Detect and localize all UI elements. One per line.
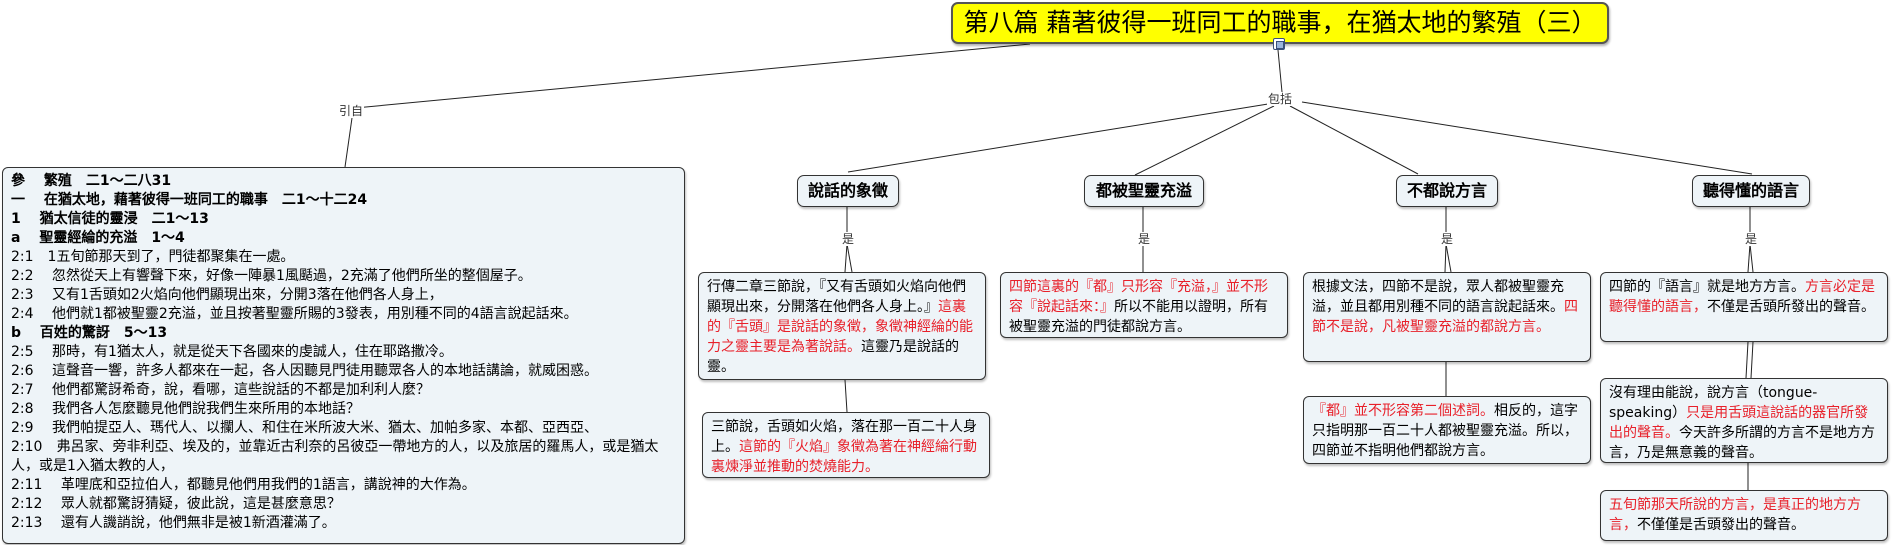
note-text: 三節說，舌頭如火焰，落在那一百二十人身上。	[711, 419, 977, 455]
note-text: 不僅僅是舌頭發出的聲音。	[1637, 517, 1805, 533]
verse-line: 2:2 忽然從天上有響聲下來，好像一陣暴1風颳過，2充滿了他們所坐的整個屋子。	[11, 268, 532, 284]
note-highlight: 五旬節那天所說的方言，是真正的地方方言，	[1609, 497, 1861, 533]
outline-line: 一 在猶太地，藉著彼得一班同工的職事 二1～十二24	[11, 192, 368, 208]
note-text: 沒有理由能說，說方言（tongue-speaking）	[1609, 385, 1818, 421]
note-highlight: 四節這裏的『都』只形容『充溢，』並不形容『說起話來：』	[1009, 279, 1268, 315]
diagram-title: 第八篇 藉著彼得一班同工的職事，在猶太地的繁殖（三）	[951, 2, 1609, 44]
outline-line: b 百姓的驚訝 5～13	[11, 325, 168, 341]
concept-understandable-language[interactable]: 聽得懂的語言	[1692, 175, 1810, 207]
link-label-is: 是	[1137, 232, 1152, 246]
link-label-is: 是	[1440, 232, 1455, 246]
scripture-outline-node[interactable]: 參 繁殖 二1～二八31 一 在猶太地，藉著彼得一班同工的職事 二1～十二24 …	[2, 167, 685, 544]
note-tongue-symbol[interactable]: 行傳二章三節說，『又有舌頭如火焰向他們顯現出來，分開落在他們各人身上。』這裏的『…	[698, 272, 986, 380]
verse-line: 2:13 還有人譏誚說，他們無非是被1新酒灌滿了。	[11, 515, 336, 531]
note-tongue-speaking[interactable]: 沒有理由能說，說方言（tongue-speaking）只是用舌頭這說話的器官所發…	[1600, 378, 1888, 463]
verse-line: 2:10 弗呂家、旁非利亞、埃及的，並靠近古利奈的呂彼亞一帶地方的人，以及旅居的…	[11, 439, 659, 474]
verse-line: 2:5 那時，有1猶太人，就是從天下各國來的虔誠人，住在耶路撒冷。	[11, 344, 453, 360]
note-text: 行傳二章三節說，『又有舌頭如火焰向他們顯現出來，分開落在他們各人身上。』	[707, 279, 966, 315]
link-label-is: 是	[1744, 232, 1759, 246]
note-text: 這靈乃是說話的靈。	[707, 339, 959, 375]
outline-line: a 聖靈經綸的充溢 1～4	[11, 230, 185, 246]
verse-line: 2:4 他們就1都被聖靈2充溢，並且按著聖靈所賜的3發表，用別種不同的4語言說起…	[11, 306, 578, 322]
link-label-intro: 引自	[338, 104, 365, 118]
note-text: 不僅是舌頭所發出的聲音。	[1707, 299, 1875, 315]
note-all-modifies-filled[interactable]: 四節這裏的『都』只形容『充溢，』並不形容『說起話來：』所以不能用以證明，所有被聖…	[1000, 272, 1288, 338]
note-highlight: 『都』並不形容第二個述詞。	[1312, 403, 1494, 419]
outline-line: 參 繁殖 二1～二八31	[11, 173, 172, 189]
note-text: 根據文法，四節不是說，眾人都被聖靈充溢，並且都用別種不同的語言說起話來。	[1312, 279, 1564, 315]
note-dialect[interactable]: 四節的『語言』就是地方方言。方言必定是聽得懂的語言，不僅是舌頭所發出的聲音。	[1600, 272, 1888, 342]
map-icon[interactable]	[1273, 38, 1285, 50]
concept-not-all-speak-tongues[interactable]: 不都說方言	[1396, 175, 1498, 207]
verse-line: 2:11 革哩底和亞拉伯人，都聽見他們用我們的1語言，講說神的大作為。	[11, 477, 476, 493]
note-fire-symbol[interactable]: 三節說，舌頭如火焰，落在那一百二十人身上。這節的『火焰』象徵為著在神經綸行動裏煉…	[702, 412, 990, 478]
note-grammar[interactable]: 根據文法，四節不是說，眾人都被聖靈充溢，並且都用別種不同的語言說起話來。四節不是…	[1303, 272, 1591, 362]
note-text: 相反的，這字只指明那一百二十人都被聖靈充溢。所以，四節並不指明他們都說方言。	[1312, 403, 1578, 459]
verse-line: 2:6 這聲音一響，許多人都來在一起，各人因聽見門徒用聽眾各人的本地話講論，就威…	[11, 363, 598, 379]
note-text: 所以不能用以證明，所有被聖靈充溢的門徒都說方言。	[1009, 299, 1268, 335]
concept-all-filled-with-spirit[interactable]: 都被聖靈充溢	[1084, 175, 1204, 207]
link-label-includes: 包括	[1267, 92, 1294, 106]
verse-line: 2:1 1五旬節那天到了，門徒都聚集在一處。	[11, 249, 295, 265]
verse-line: 2:8 我們各人怎麼聽見他們說我們生來所用的本地話？	[11, 401, 360, 417]
verse-line: 2:9 我們帕提亞人、瑪代人、以攔人、和住在米所波大米、猶太、加帕多家、本都、亞…	[11, 420, 598, 436]
verse-line: 2:12 眾人就都驚訝猜疑，彼此說，這是甚麼意思？	[11, 496, 341, 512]
note-highlight: 這裏的『舌頭』是說話的象徵，象徵神經綸的能力之靈主要是為著說話。	[707, 299, 973, 355]
note-highlight: 只是用舌頭這說話的器官所發出的聲音。	[1609, 405, 1869, 441]
note-highlight: 四節不是說，凡被聖靈充溢的都說方言。	[1312, 299, 1578, 335]
note-highlight: 方言必定是聽得懂的語言，	[1609, 279, 1875, 315]
verse-line: 2:7 他們都驚訝希奇，說，看哪，這些說話的不都是加利利人麼？	[11, 382, 430, 398]
outline-line: 1 猶太信徒的靈浸 二1～13	[11, 211, 209, 227]
concept-symbol-of-speaking[interactable]: 說話的象徵	[797, 175, 899, 207]
note-pentecost-dialects[interactable]: 五旬節那天所說的方言，是真正的地方方言，不僅僅是舌頭發出的聲音。	[1600, 490, 1888, 541]
note-second-predicate[interactable]: 『都』並不形容第二個述詞。相反的，這字只指明那一百二十人都被聖靈充溢。所以，四節…	[1303, 396, 1591, 464]
verse-line: 2:3 又有1舌頭如2火焰向他們顯現出來，分開3落在他們各人身上，	[11, 287, 443, 303]
note-highlight: 這節的『火焰』象徵為著在神經綸行動裏煉淨並推動的焚燒能力。	[711, 439, 977, 475]
note-text: 今天許多所謂的方言不是地方方言，乃是無意義的聲音。	[1609, 425, 1875, 461]
link-label-is: 是	[841, 232, 856, 246]
note-text: 四節的『語言』就是地方方言。	[1609, 279, 1805, 295]
